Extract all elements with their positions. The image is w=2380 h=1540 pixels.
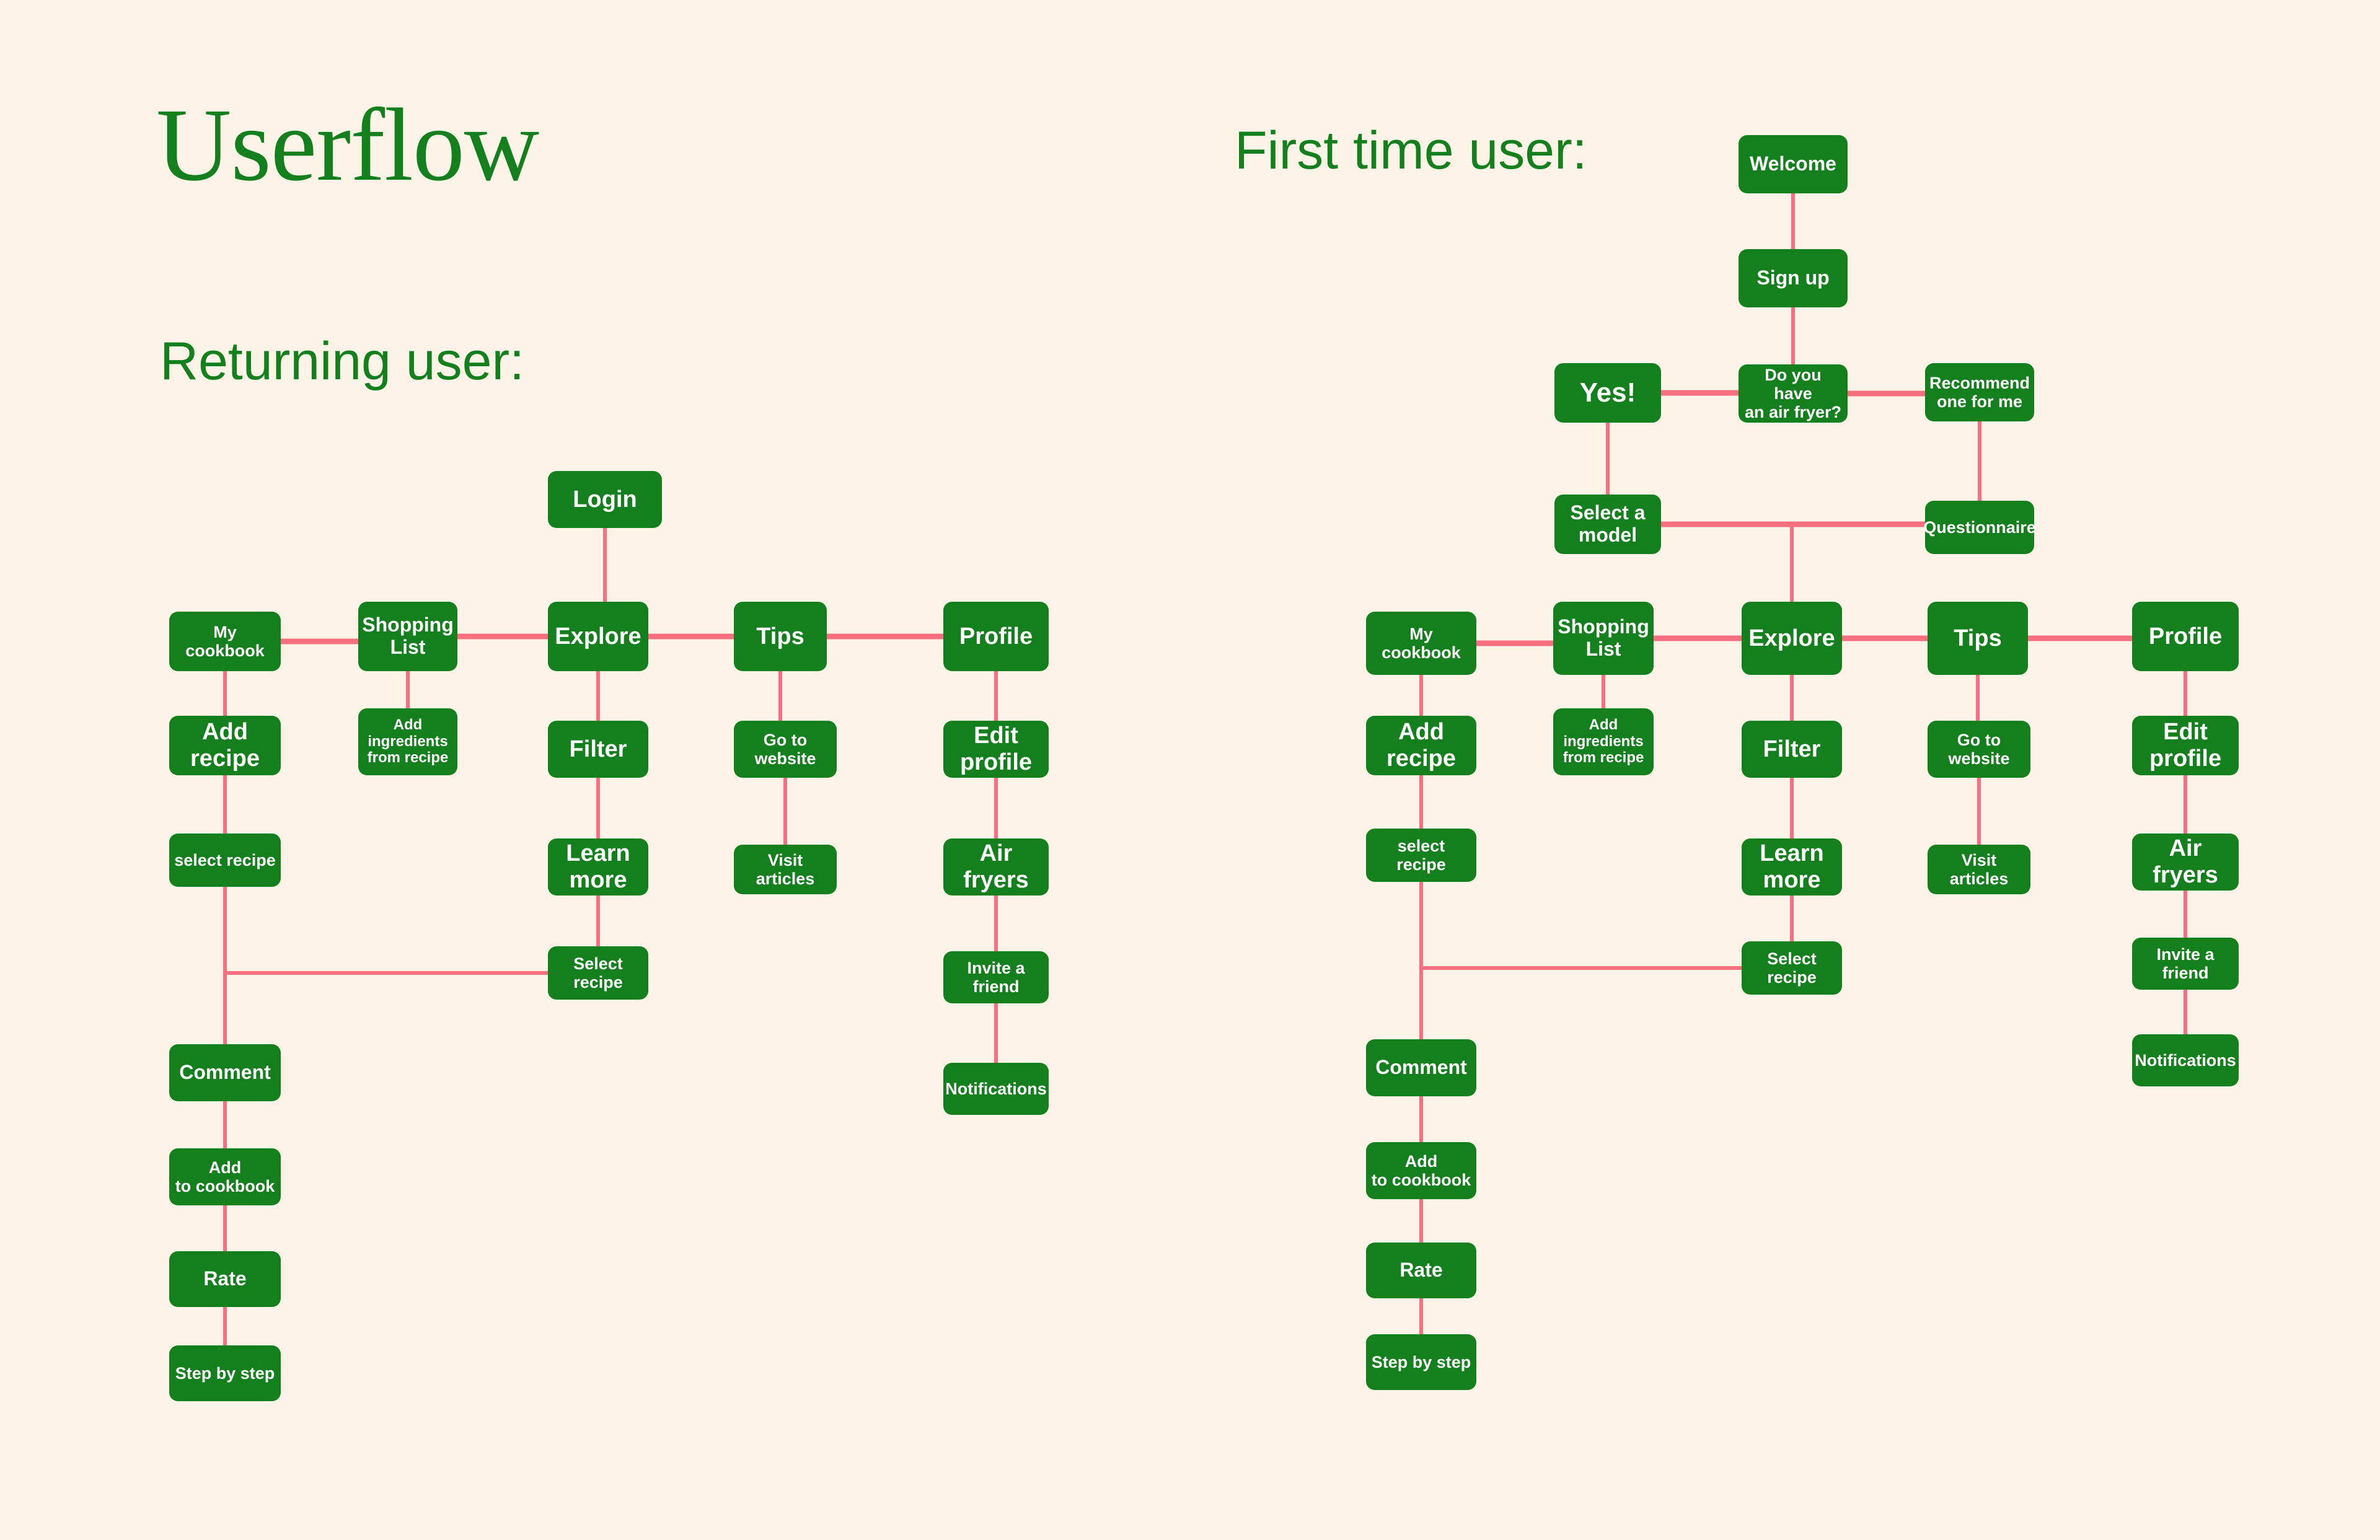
flow-node-f-tips[interactable]: Tips: [1928, 602, 2028, 675]
flow-node-r-add-to-cookbook[interactable]: Add to cookbook: [169, 1148, 281, 1205]
flow-node-f-go-to-website[interactable]: Go to website: [1928, 721, 2030, 778]
flow-node-r-add-recipe[interactable]: Add recipe: [169, 716, 281, 775]
flow-node-f-select-recipe[interactable]: Select recipe: [1742, 941, 1842, 995]
flow-node-f-filter[interactable]: Filter: [1742, 721, 1842, 778]
flow-node-r-filter[interactable]: Filter: [548, 721, 648, 778]
flow-node-f-questionnaire[interactable]: Questionnaire: [1923, 501, 2036, 554]
flow-node-r-visit-articles[interactable]: Visit articles: [734, 845, 837, 894]
flow-node-f-select-recipe-lc[interactable]: select recipe: [1366, 829, 1476, 882]
flow-node-r-select-recipe[interactable]: Select recipe: [548, 946, 648, 1000]
flow-node-r-tips[interactable]: Tips: [734, 602, 827, 671]
flow-node-r-step-by-step[interactable]: Step by step: [169, 1345, 281, 1401]
flow-node-f-rate[interactable]: Rate: [1366, 1243, 1476, 1298]
flow-node-f-add-to-cookbook[interactable]: Add to cookbook: [1366, 1142, 1476, 1199]
returning-user-heading: Returning user:: [160, 332, 524, 391]
flow-node-f-welcome[interactable]: Welcome: [1739, 135, 1848, 193]
flow-node-f-sign-up[interactable]: Sign up: [1739, 249, 1848, 307]
flow-node-f-my-cookbook[interactable]: My cookbook: [1366, 612, 1476, 675]
flow-node-r-explore[interactable]: Explore: [548, 602, 648, 671]
flow-node-r-comment[interactable]: Comment: [169, 1044, 281, 1101]
flow-node-r-profile[interactable]: Profile: [943, 602, 1049, 671]
flow-node-f-comment[interactable]: Comment: [1366, 1039, 1476, 1096]
flow-node-r-invite-friend[interactable]: Invite a friend: [943, 951, 1049, 1003]
flow-node-f-learn-more[interactable]: Learn more: [1742, 838, 1842, 895]
flow-node-f-visit-articles[interactable]: Visit articles: [1928, 845, 2030, 894]
flow-node-r-add-ingredients[interactable]: Add ingredients from recipe: [358, 708, 457, 775]
flow-node-f-invite-friend[interactable]: Invite a friend: [2132, 938, 2239, 990]
flow-node-f-edit-profile[interactable]: Edit profile: [2132, 716, 2239, 775]
flow-node-r-shopping-list[interactable]: Shopping List: [358, 602, 457, 671]
flow-node-r-air-fryers[interactable]: Air fryers: [943, 838, 1049, 895]
flow-node-f-add-ingredients[interactable]: Add ingredients from recipe: [1553, 708, 1654, 775]
flow-node-r-edit-profile[interactable]: Edit profile: [943, 721, 1049, 778]
flow-node-r-rate[interactable]: Rate: [169, 1251, 281, 1307]
first-time-user-heading: First time user:: [1235, 121, 1587, 180]
flow-node-f-yes[interactable]: Yes!: [1554, 363, 1661, 423]
flow-node-r-notifications[interactable]: Notifications: [943, 1063, 1049, 1115]
flow-node-f-air-fryers[interactable]: Air fryers: [2132, 834, 2239, 891]
flow-node-f-shopping-list[interactable]: Shopping List: [1553, 602, 1654, 675]
page-title: Userflow: [156, 87, 539, 203]
flow-node-f-notifications[interactable]: Notifications: [2132, 1034, 2239, 1086]
flow-node-r-learn-more[interactable]: Learn more: [548, 838, 648, 895]
flow-node-f-recommend[interactable]: Recommend one for me: [1925, 363, 2034, 421]
flow-node-r-login[interactable]: Login: [548, 471, 662, 528]
flow-node-f-have-air-fryer[interactable]: Do you have an air fryer?: [1739, 364, 1848, 423]
flow-node-f-profile[interactable]: Profile: [2132, 602, 2239, 671]
flow-node-f-explore[interactable]: Explore: [1742, 602, 1842, 675]
flow-node-r-my-cookbook[interactable]: My cookbook: [169, 612, 281, 671]
flow-node-f-step-by-step[interactable]: Step by step: [1366, 1334, 1476, 1390]
flow-node-f-add-recipe[interactable]: Add recipe: [1366, 716, 1476, 775]
flow-node-r-select-recipe-lc[interactable]: select recipe: [169, 834, 281, 887]
flow-node-r-go-to-website[interactable]: Go to website: [734, 721, 837, 778]
flow-node-f-select-model[interactable]: Select a model: [1554, 495, 1661, 554]
